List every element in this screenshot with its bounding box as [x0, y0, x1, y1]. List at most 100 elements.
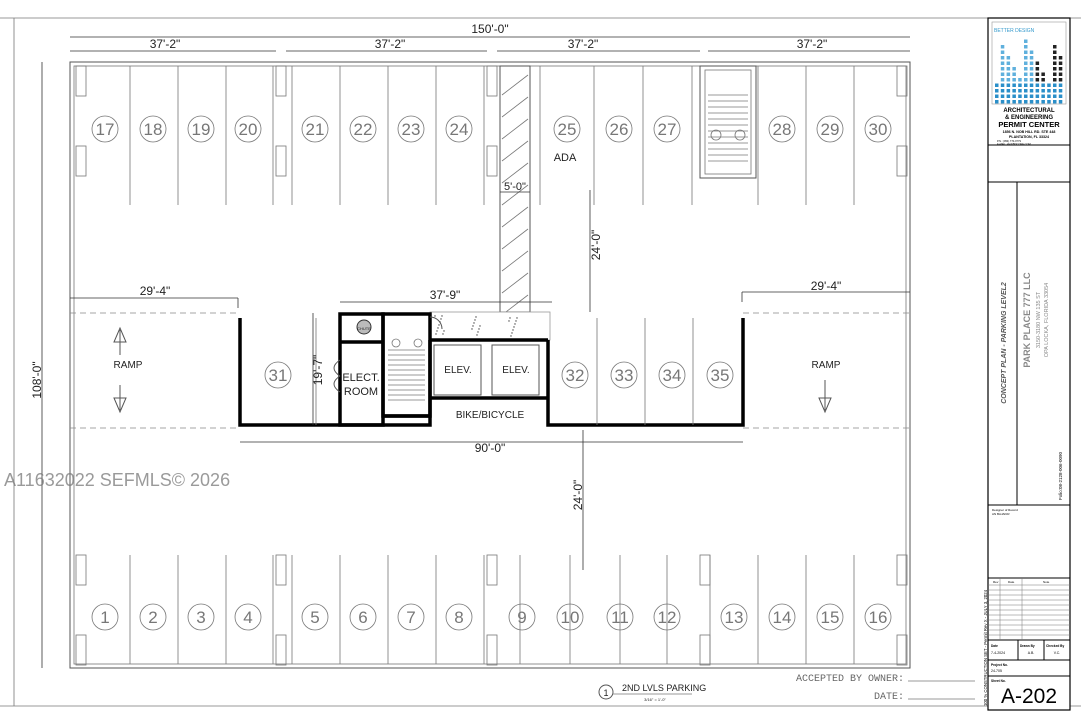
stall-number: 15 [821, 608, 840, 627]
logo-pixel [1012, 94, 1016, 98]
elect-room-label: ROOM [344, 386, 378, 398]
logo-pixel [1000, 78, 1005, 82]
logo-pixel [1006, 72, 1011, 76]
dim-overall-depth: 108'-0" [30, 361, 44, 398]
structural-column [896, 65, 908, 97]
stall-number-circle [653, 603, 681, 631]
view-title: 2ND LVLS PARKING [622, 683, 706, 693]
structural-column [275, 554, 287, 586]
stall-number: 29 [821, 120, 840, 139]
logo-pixel [1029, 56, 1034, 60]
stall-number-circle [653, 115, 681, 143]
logo-pixel [1053, 94, 1057, 98]
concrete-speckle [472, 325, 474, 327]
logo-pixel [1053, 72, 1057, 76]
stall-number-circle [301, 115, 329, 143]
stall-number: 6 [358, 608, 367, 627]
logo-pixel [1029, 89, 1034, 93]
logo-pixel [1000, 56, 1005, 60]
view-scale: 3/16" = 1'-0" [644, 697, 666, 702]
stall-number: 10 [561, 608, 580, 627]
logo-pixel [1024, 78, 1028, 82]
logo-pixel [1024, 56, 1028, 60]
hatch-line [501, 74, 529, 96]
structural-column [486, 554, 498, 586]
chute-label: CHUTE [357, 326, 371, 331]
firm-name: PERMIT CENTER [998, 120, 1060, 129]
stall-number: 22 [354, 120, 373, 139]
concrete-speckle [509, 317, 511, 319]
logo-pixel [1047, 89, 1051, 93]
logo-pixel [1006, 89, 1011, 93]
hatch-line [501, 140, 529, 162]
concrete-speckle [514, 323, 516, 325]
stall-number: 32 [566, 366, 585, 385]
dim-ramp-left: 29'-4" [140, 284, 171, 298]
bike-storage-label: BIKE/BICYCLE [456, 410, 525, 421]
logo-pixel [1035, 83, 1040, 87]
logo-pixel [995, 83, 999, 87]
logo-pixel [1024, 67, 1028, 71]
stall-number-circle [556, 603, 584, 631]
project-address: 3150-3180 NW 135 ST [1036, 291, 1042, 348]
sheet-no-label: Sheet No. [991, 679, 1006, 683]
date-field-value: 7-4-2024 [991, 651, 1005, 655]
logo-pixel [1047, 83, 1051, 87]
logo-pixel [1018, 83, 1022, 87]
logo-pixel [1029, 50, 1034, 54]
logo-pixel [1012, 72, 1016, 76]
stall-number: 30 [869, 120, 888, 139]
stall-number-circle [91, 115, 119, 143]
stall-number: 1 [100, 608, 109, 627]
stall-number: 14 [773, 608, 792, 627]
logo-pixel [1058, 56, 1063, 60]
stall-number: 5 [310, 608, 319, 627]
logo-pixel [1053, 78, 1057, 82]
logo-pixel [1018, 78, 1022, 82]
logo-pixel [1000, 61, 1005, 65]
designer-label: Designer of Record [992, 508, 1018, 512]
stall-number-circle [349, 115, 377, 143]
logo-pixel [1053, 50, 1057, 54]
stall-number-circle [768, 115, 796, 143]
dim-bay-1: 37'-2" [150, 37, 181, 51]
logo-pixel [1035, 61, 1040, 65]
logo-pixel [1053, 100, 1057, 104]
concrete-speckle [515, 320, 517, 322]
logo-pixel [1058, 78, 1063, 82]
logo-pixel [1035, 94, 1040, 98]
structural-column [275, 634, 287, 666]
building-inner-outline [73, 65, 907, 665]
logo-pixel [1000, 100, 1005, 104]
stall-number-circle [658, 361, 686, 389]
logo-pixel [1029, 78, 1034, 82]
logo-pixel [1058, 89, 1063, 93]
logo-pixel [1012, 89, 1016, 93]
ramp-label-left: RAMP [114, 360, 143, 371]
firm-line: & ENGINEERING [1005, 115, 1053, 121]
hatch-line [501, 272, 529, 294]
logo-pixel [1029, 100, 1034, 104]
concrete-speckle [438, 324, 440, 326]
stall-number: 35 [711, 366, 730, 385]
structural-column [896, 145, 908, 177]
concrete-speckle [510, 335, 512, 337]
stall-number: 23 [402, 120, 421, 139]
stall-number: 8 [454, 608, 463, 627]
stall-number: 24 [450, 120, 469, 139]
structural-column [486, 65, 498, 97]
date-label: DATE: [874, 692, 904, 703]
designer-name: AN BAJAKIR [992, 512, 1010, 516]
logo-pixel [1024, 83, 1028, 87]
logo-pixel [1041, 89, 1045, 93]
stall-number: 3 [196, 608, 205, 627]
revision-header: Date [1008, 580, 1015, 584]
structural-column [275, 145, 287, 177]
stall-number-circle [91, 603, 119, 631]
logo-pixel [1012, 78, 1016, 82]
hatch-line [501, 184, 529, 206]
logo-pixel [1000, 67, 1005, 71]
structural-column [699, 554, 711, 586]
stall-number: 34 [663, 366, 682, 385]
hatch-line [501, 206, 529, 228]
